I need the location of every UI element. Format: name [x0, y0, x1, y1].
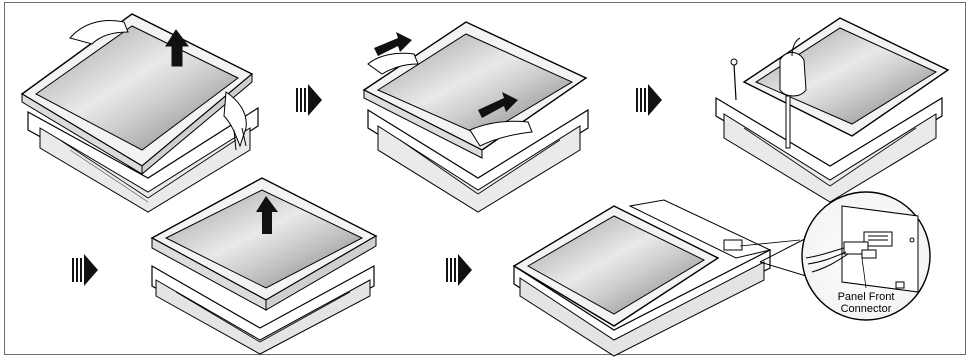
callout-label-line-2: Connector — [826, 303, 906, 315]
step-arrow-4 — [446, 254, 472, 286]
step-2-illustration — [364, 22, 588, 212]
callout-label-line-1: Panel Front — [826, 291, 906, 303]
step-3-illustration — [716, 18, 948, 202]
step-arrow-3 — [72, 254, 98, 286]
step-5-illustration — [514, 200, 830, 356]
step-arrow-2 — [636, 84, 662, 116]
callout-label: Panel Front Connector — [826, 291, 906, 315]
step-4-illustration — [152, 178, 376, 354]
step-arrow-1 — [296, 84, 322, 116]
step-1-illustration — [22, 14, 258, 212]
